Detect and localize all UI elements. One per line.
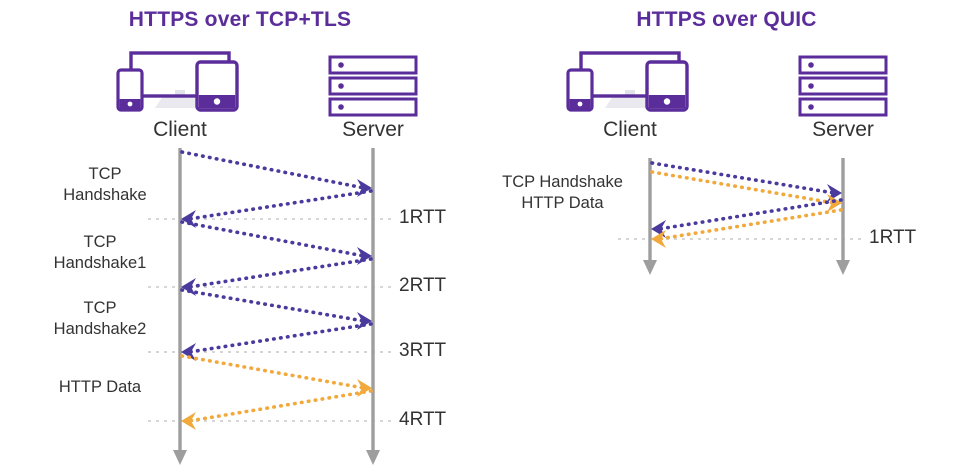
panel-title-tcp: HTTPS over TCP+TLS: [128, 8, 352, 31]
lifelines-tcp: [173, 148, 380, 465]
tcp-client-label: Client: [153, 118, 207, 141]
panel-https-over-quic: HTTPS over QUIC: [480, 0, 973, 468]
tcp-server-label: Server: [342, 118, 404, 141]
panel-https-over-tcp-tls: HTTPS over TCP+TLS: [0, 0, 480, 468]
tcp-message-label-1: TCP Handshake1: [53, 233, 147, 272]
quic-server-label: Server: [812, 118, 874, 141]
lifelines-quic: [643, 158, 850, 275]
devices-icon: [566, 51, 689, 112]
tcp-rtt-marker-4: 4RTT: [399, 409, 447, 430]
tcp-message-label-3: HTTP Data: [58, 378, 142, 396]
tcp-rtt-marker-3: 3RTT: [399, 340, 447, 361]
tcp-message-label-2: TCP Handshake2: [53, 299, 147, 338]
devices-icon: [116, 51, 239, 112]
quic-rtt-marker-1: 1RTT: [869, 227, 917, 248]
message-arrows-quic: [650, 161, 843, 248]
quic-graphics-layer: [566, 51, 888, 275]
quic-client-label: Client: [603, 118, 657, 141]
panel-title-quic: HTTPS over QUIC: [636, 8, 817, 31]
quic-message-label-0: TCP Handshake HTTP Data: [502, 173, 623, 212]
tcp-rtt-marker-2: 2RTT: [399, 275, 447, 296]
tcp-graphics-layer: [116, 51, 418, 465]
tcp-rtt-marker-1: 1RTT: [399, 207, 447, 228]
tcp-message-label-0: TCP Handshake: [63, 165, 147, 204]
message-arrows-tcp: [180, 150, 373, 430]
server-rack-icon: [798, 55, 888, 117]
server-rack-icon: [328, 55, 418, 117]
